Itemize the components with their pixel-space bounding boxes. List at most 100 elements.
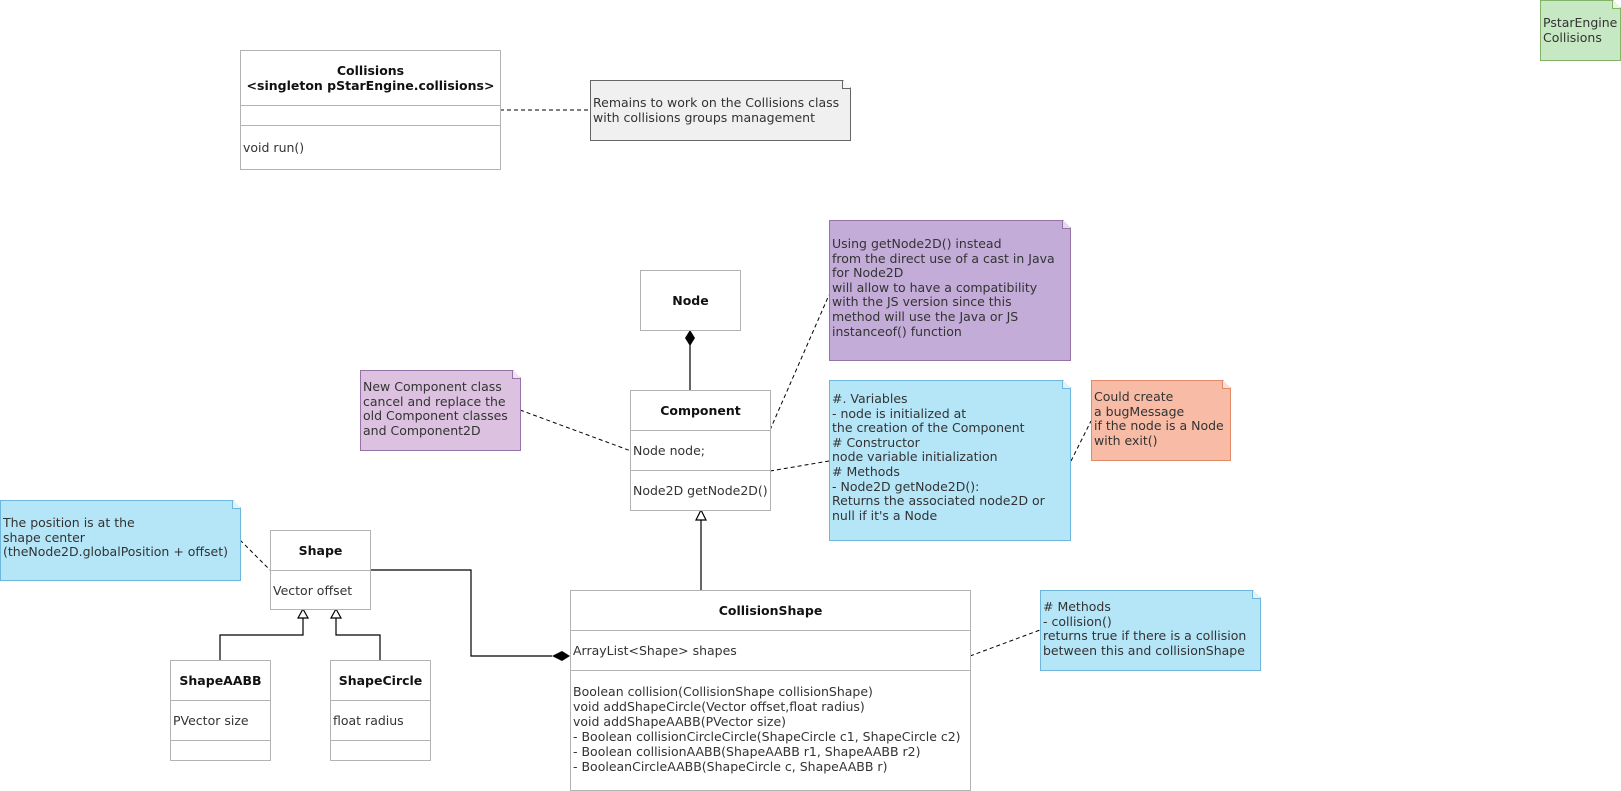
class-collisionshape-attribute: ArrayList<Shape> shapes [573,643,737,658]
note-bug-message-line: if the node is a Node [1094,418,1224,434]
note-component-doc-line: Returns the associated node2D or [832,493,1045,509]
note-collisions-todo-line: Remains to work on the Collisions class [593,95,840,110]
class-collisions-method: void run() [243,140,305,155]
class-shapecircle-name: ShapeCircle [331,661,430,701]
class-shapeaabb-attributes: PVector size [171,701,270,741]
note-pstar-engine-line: PstarEngine [1543,15,1618,30]
class-shapeaabb[interactable]: ShapeAABB PVector size [170,660,271,761]
class-shapecircle-attributes: float radius [331,701,430,741]
class-collisions-stereotype: <singleton pStarEngine.collisions> [246,78,495,93]
note-link-component-doc [769,460,830,472]
note-getnode2d-line: for Node2D [832,265,904,281]
class-shape-name: Shape [271,531,370,571]
note-collision-doc-line: returns true if there is a collision [1043,628,1247,644]
note-fold-icon [512,371,520,379]
class-shapeaabb-name: ShapeAABB [171,661,270,701]
note-shape-position-line: The position is at the [3,515,135,530]
class-collisions-name: Collisions [336,63,405,78]
class-component-method: Node2D getNode2D() [633,483,768,498]
class-collisionshape[interactable]: CollisionShape ArrayList<Shape> shapes B… [570,590,971,791]
note-fold-icon [232,501,240,509]
note-bug-message-line: Could create [1094,389,1174,404]
note-getnode2d-line: from the direct use of a cast in Java [832,250,1055,266]
note-component-doc-line: # Methods [832,463,900,479]
class-shapeaabb-methods [171,741,270,760]
note-link-collision-doc [969,629,1041,657]
note-shape-position-line: (theNode2D.globalPosition + offset) [3,544,229,560]
note-new-component[interactable]: New Component class cancel and replace t… [360,370,521,451]
note-getnode2d-line: method will use the Java or JS [832,308,1019,324]
class-collisionshape-method: - Boolean collisionCircleCircle(ShapeCir… [573,729,961,744]
note-component-doc-line: # Constructor [832,434,920,450]
note-bug-message[interactable]: Could create a bugMessage if the node is… [1091,380,1231,461]
note-component-doc-line: the creation of the Component [832,420,1025,436]
class-component[interactable]: Component Node node; Node2D getNode2D() [630,390,771,511]
class-collisions-attributes [241,106,500,126]
note-component-doc-line: - Node2D getNode2D(): [832,478,980,494]
inheritance-arrow-shape-left [296,607,310,619]
class-collisionshape-attributes: ArrayList<Shape> shapes [571,631,970,671]
note-getnode2d-line: will allow to have a compatibility [832,279,1038,295]
class-collisions[interactable]: Collisions <singleton pStarEngine.collis… [240,50,501,170]
class-component-attribute: Node node; [633,443,706,458]
class-node[interactable]: Node [640,270,741,331]
class-component-attributes: Node node; [631,431,770,471]
inheritance-arrow-shape-right [329,607,343,619]
note-getnode2d-line: instanceof() function [832,323,962,339]
note-collisions-todo-line: with collisions groups management [593,109,815,125]
note-collision-doc-line: # Methods [1043,599,1111,614]
composition-diamond-node [685,330,695,346]
class-collisions-title: Collisions <singleton pStarEngine.collis… [241,51,500,106]
note-getnode2d[interactable]: Using getNode2D() instead from the direc… [829,220,1071,361]
class-component-methods: Node2D getNode2D() [631,471,770,510]
note-component-doc-line: #. Variables [832,391,908,406]
note-new-component-line: cancel and replace the [363,393,506,409]
class-shapecircle[interactable]: ShapeCircle float radius [330,660,431,761]
note-link-new-component [519,409,632,452]
note-shape-position-line: shape center [3,529,85,545]
class-collisionshape-name: CollisionShape [571,591,970,631]
note-collision-doc-line: between this and collisionShape [1043,642,1245,658]
class-shapeaabb-attribute: PVector size [173,713,249,728]
class-collisionshape-method: void addShapeAABB(PVector size) [573,714,787,729]
composition-shape-collisionshape [370,569,552,657]
note-link-shape-position [239,539,271,571]
note-component-doc-line: null if it's a Node [832,507,938,523]
class-shape-attributes: Vector offset [271,571,370,609]
class-collisionshape-methods: Boolean collision(CollisionShape collisi… [571,671,970,790]
class-shapecircle-methods [331,741,430,760]
composition-diamond-collisionshape [552,651,570,661]
note-pstar-engine-line: Collisions [1543,29,1602,45]
note-getnode2d-line: Using getNode2D() instead [832,236,1002,251]
note-component-doc[interactable]: #. Variables - node is initialized at th… [829,380,1071,541]
class-component-name: Component [631,391,770,431]
inheritance-shapecircle-shape [335,618,381,660]
class-collisionshape-method: void addShapeCircle(Vector offset,float … [573,699,865,714]
note-collisions-todo[interactable]: Remains to work on the Collisions class … [590,80,851,141]
class-collisionshape-method: - Boolean collisionAABB(ShapeAABB r1, Sh… [573,744,921,759]
note-fold-icon [1222,381,1230,389]
note-link-getnode2d [769,294,830,431]
note-bug-message-line: a bugMessage [1094,403,1185,419]
note-new-component-line: and Component2D [363,422,481,438]
note-bug-message-line: with exit() [1094,432,1158,448]
note-fold-icon [842,81,850,89]
class-node-name: Node [672,293,709,308]
class-collisionshape-method: Boolean collision(CollisionShape collisi… [573,684,873,699]
class-collisions-methods: void run() [241,126,500,169]
note-component-doc-line: node variable initialization [832,449,998,465]
note-component-doc-line: - node is initialized at [832,405,967,421]
note-shape-position[interactable]: The position is at the shape center (the… [0,500,241,581]
class-shape[interactable]: Shape Vector offset [270,530,371,610]
note-getnode2d-line: with the JS version since this [832,294,1012,310]
note-new-component-line: old Component classes [363,408,508,424]
class-shapecircle-attribute: float radius [333,713,404,728]
note-fold-icon [1062,381,1070,389]
note-collision-doc[interactable]: # Methods - collision() returns true if … [1040,590,1261,671]
note-pstar-engine[interactable]: PstarEngine Collisions [1540,0,1621,61]
note-link-bug-message [1070,420,1092,462]
note-fold-icon [1252,591,1260,599]
inheritance-arrow-component [695,508,707,521]
note-new-component-line: New Component class [363,379,502,394]
class-collisionshape-method: - BooleanCircleAABB(ShapeCircle c, Shape… [573,759,888,774]
